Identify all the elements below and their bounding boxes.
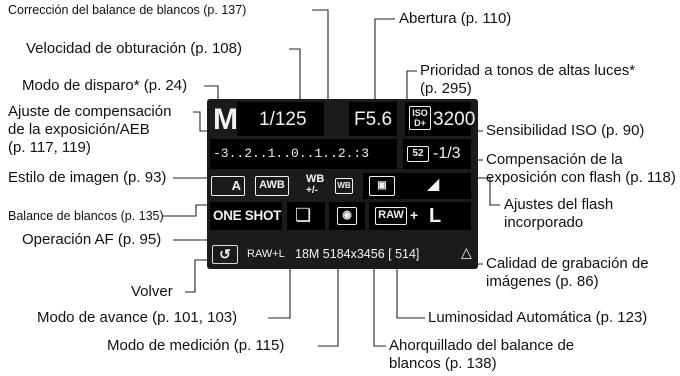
label-back: Volver	[131, 283, 173, 300]
leader-exposure	[193, 111, 210, 132]
iso-cell[interactable]: ISO D+ 3200	[405, 102, 475, 136]
label-exposure-1: Ajuste de compensación	[8, 103, 172, 120]
label-exposure-2: de la exposición/AEB	[8, 121, 150, 138]
exposure-scale: -3..2..1..0..1..2.:3	[213, 146, 370, 161]
leader-drive	[268, 248, 291, 319]
label-flash-comp-1: Compensación de la	[486, 151, 623, 168]
builtin-flash-cell[interactable]: ▣ ◢	[363, 173, 471, 199]
quality-cell[interactable]: RAW + L	[369, 202, 471, 230]
wb-correction-value: WB	[306, 173, 325, 185]
quality-plus: +	[410, 207, 419, 223]
label-iso: Sensibilidad ISO (p. 90)	[486, 122, 645, 139]
flash-settings-icon: ▣	[369, 176, 395, 196]
quality-size: L	[429, 205, 442, 227]
quality-raw-value: RAW	[378, 209, 404, 221]
picture-style-value: A	[231, 178, 241, 193]
flash-mode-icon: ◢	[427, 176, 440, 193]
metering-icon: ◉	[337, 207, 357, 225]
drive-mode-icon: ❏	[295, 205, 312, 225]
label-white-balance: Balance de blancos (p. 135)	[8, 209, 164, 223]
label-highlight-2: (p. 295)	[420, 80, 472, 97]
mode-value: M	[213, 103, 238, 136]
label-picture-style: Estilo de imagen (p. 93)	[8, 169, 167, 186]
shutter-cell[interactable]: 1/125	[237, 102, 324, 136]
leader-builtin-flash	[477, 177, 500, 206]
label-quality-1: Calidad de grabación de	[486, 255, 649, 272]
iso-value: 3200	[433, 109, 476, 130]
flash-comp-value: -1/3	[433, 145, 461, 162]
label-wb-bracketing-1: Ahorquillado del balance de	[389, 337, 575, 354]
label-exposure-3: (p. 117, 119)	[8, 139, 91, 156]
flash-comp-cell[interactable]: 52 -1/3	[403, 139, 471, 169]
awb-value: AWB	[259, 179, 285, 191]
label-wb-correction: Corrección del balance de blancos (p. 13…	[8, 3, 247, 17]
label-builtin-flash-2: incorporado	[504, 214, 584, 231]
quality-raw-icon: RAW	[375, 207, 407, 225]
metering-cell[interactable]: ◉	[329, 202, 365, 230]
label-highlight-1: Prioridad a tonos de altas luces*	[420, 62, 636, 79]
iso-badge-icon: ISO D+	[409, 106, 431, 130]
leader-wb	[163, 204, 212, 217]
image-info: 18M 5184x3456 [ 514]	[295, 247, 420, 261]
camera-quick-control-screen: M 1/125 F5.6 ISO D+ 3200 -3..2..1..0..1.…	[207, 99, 478, 269]
label-aperture: Abertura (p. 110)	[399, 10, 512, 27]
leader-highlight	[406, 70, 417, 106]
mini-quality: RAW+L	[247, 248, 285, 260]
leader-shutter	[289, 48, 301, 106]
exposure-scale-cell[interactable]: -3..2..1..0..1..2.:3	[210, 139, 397, 169]
label-shutter: Velocidad de obturación (p. 108)	[26, 40, 242, 57]
awb-icon[interactable]: AWB	[255, 176, 289, 196]
aperture-cell[interactable]: F5.6	[349, 102, 397, 136]
shot-count-icon: △	[461, 244, 472, 260]
label-drive-mode: Modo de avance (p. 101, 103)	[37, 309, 238, 326]
label-metering: Modo de medición (p. 115)	[107, 337, 285, 354]
drive-mode-cell[interactable]: ❏	[287, 202, 325, 230]
af-operation-value: ONE SHOT	[213, 208, 282, 223]
leader-aperture	[374, 18, 395, 106]
aperture-value: F5.6	[354, 109, 393, 130]
label-quality-2: imágenes (p. 86)	[486, 273, 599, 290]
wb-correction-icon[interactable]: WB +/-	[306, 173, 325, 197]
shutter-value: 1/125	[259, 109, 307, 130]
flash-comp-icon-text: 52	[412, 148, 424, 159]
label-af-operation: Operación AF (p. 95)	[22, 231, 162, 248]
wb-bracketing-icon[interactable]: WB	[335, 178, 353, 194]
iso-badge-top: ISO	[412, 108, 428, 118]
af-operation-cell[interactable]: ONE SHOT	[210, 202, 282, 230]
label-wb-bracketing-2: blancos (p. 138)	[389, 355, 497, 372]
flash-comp-icon: 52	[407, 146, 429, 162]
leader-metering	[318, 248, 339, 347]
iso-badge-bottom: D+	[414, 118, 426, 128]
picture-style-icon[interactable]: A	[211, 176, 245, 196]
back-button[interactable]: ↺	[212, 245, 238, 264]
label-shooting-mode: Modo de disparo* (p. 24)	[22, 77, 188, 94]
label-builtin-flash-1: Ajustes del flash	[504, 196, 614, 213]
label-flash-comp-2: exposición con flash (p. 118)	[486, 169, 676, 186]
label-auto-lighting: Luminosidad Automática (p. 123)	[428, 309, 648, 326]
